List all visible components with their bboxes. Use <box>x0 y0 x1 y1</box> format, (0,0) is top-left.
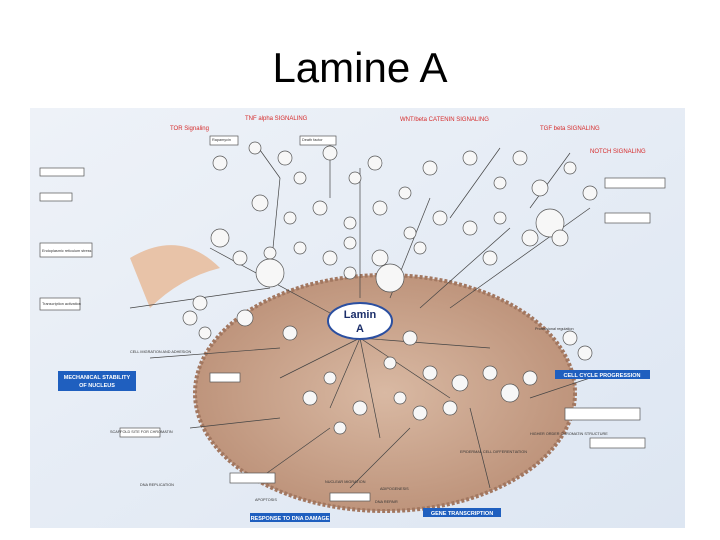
mechanical-stability-box <box>58 371 136 391</box>
cell-cycle-label: CELL CYCLE PROGRESSION <box>564 373 641 379</box>
slide-title: Lamine A <box>272 44 448 91</box>
molecule-nodes <box>182 141 598 435</box>
dna-damage-box <box>250 513 330 522</box>
lamin-a-pathway-diagram: Lamin A TOR Signaling TNF alpha SIGNALIN… <box>30 108 685 528</box>
pathway-label: WNT/beta CATENIN SIGNALING <box>400 117 489 123</box>
annotation-label: Endoplasmic reticulum stress <box>42 249 91 253</box>
annotation-label: DNA REPLICATION <box>140 483 174 487</box>
lamin-a-node <box>327 302 393 340</box>
dna-damage-label: RESPONSE TO DNA DAMAGE <box>251 516 330 522</box>
cell-cycle-box <box>555 370 650 379</box>
pathway-label: TOR Signaling <box>170 126 209 132</box>
gene-transcription-label: GENE TRANSCRIPTION <box>431 511 493 517</box>
annotation-label: Rapamycin <box>212 138 231 142</box>
annotation-label: ADIPOGENESIS <box>380 487 409 491</box>
gene-transcription-box <box>423 508 501 517</box>
annotation-label: Death factor <box>302 138 323 142</box>
pathway-label: NOTCH SIGNALING <box>590 149 646 155</box>
annotation-label: DNA REPAIR <box>375 500 398 504</box>
lamin-a-label-letter: A <box>356 323 364 335</box>
annotation-label: HIGHER ORDER CHROMATIN STRUCTURE <box>530 432 608 436</box>
annotation-label: CELL MIGRATION AND ADHESION <box>130 350 191 354</box>
mechanical-stability-label: MECHANICAL STABILITY <box>64 375 131 381</box>
annotation-label: Professional regulation <box>535 327 574 331</box>
annotation-label: EPIDERMAL CELL DIFFERENTIATION <box>460 450 527 454</box>
endoplasmic-reticulum <box>130 245 220 308</box>
lamin-a-label: Lamin <box>344 309 377 321</box>
annotation-label: Transcription activation <box>42 302 81 306</box>
annotation-label: APOPTOSIS <box>255 498 277 502</box>
pathway-label: TNF alpha SIGNALING <box>245 116 308 122</box>
annotation-label: NUCLEAR MIGRATION <box>325 480 366 484</box>
pathway-label: TGF beta SIGNALING <box>540 126 600 132</box>
mechanical-stability-label: OF NUCLEUS <box>79 383 115 389</box>
annotation-label: SCAFFOLD SITE FOR CHROMATIN <box>110 430 173 434</box>
protein-boxes <box>39 135 666 502</box>
